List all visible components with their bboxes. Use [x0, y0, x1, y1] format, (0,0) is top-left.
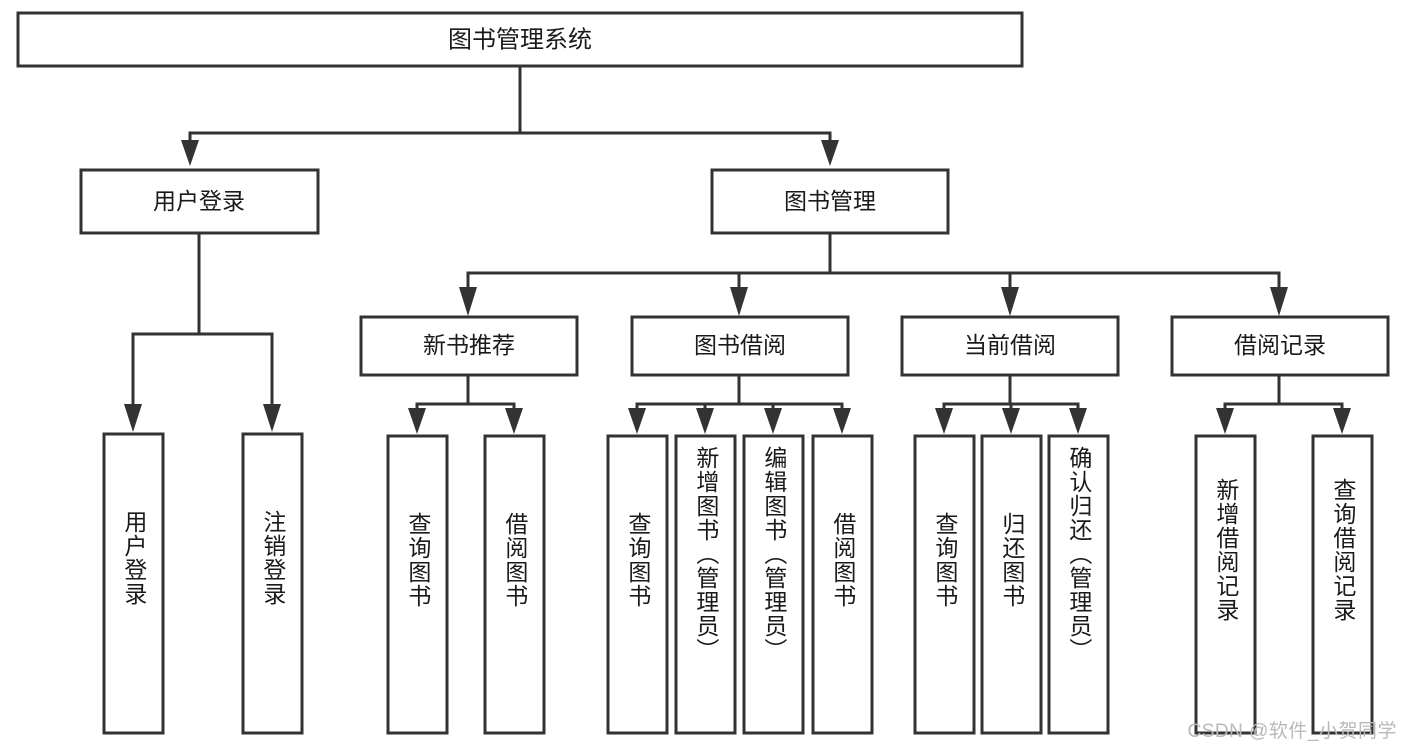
connector-group-current-borrow	[935, 373, 1087, 434]
arrow-head-borrow-record	[1270, 287, 1288, 316]
arrow-head-leaf-add-record	[1216, 408, 1234, 434]
node-current-borrow-rect[interactable]	[900, 315, 1120, 377]
node-borrow-record-label: 借阅记录	[1234, 332, 1326, 358]
connector-group-book-borrow	[628, 373, 851, 434]
arrow-head-current-borrow	[1001, 287, 1019, 316]
arrow-head-leaf-query-record	[1333, 408, 1351, 434]
node-book-borrow-rect[interactable]	[630, 315, 850, 377]
arrow-head-leaf-user-login	[124, 404, 142, 432]
node-book-manage-rect[interactable]	[710, 168, 950, 235]
connector-group-root	[181, 64, 839, 166]
arrow-head-leaf-logout	[263, 404, 281, 432]
node-root-label: 图书管理系统	[448, 26, 592, 53]
arrow-head-leaf-query-book-1	[408, 408, 426, 434]
watermark-text: CSDN @软件_小贺同学	[1187, 721, 1397, 742]
arrow-head-leaf-return-book	[1002, 408, 1020, 434]
leaf-logout-rect[interactable]	[241, 432, 304, 735]
arrow-head-leaf-query-book-3	[935, 408, 953, 434]
leaf-return-book-rect[interactable]	[980, 434, 1043, 735]
node-new-book-recommend-label: 新书推荐	[423, 332, 515, 358]
node-root-rect[interactable]	[16, 11, 1024, 68]
node-borrow-record-rect[interactable]	[1170, 315, 1390, 377]
arrow-head-leaf-query-book-2	[628, 408, 646, 434]
arrow-head-leaf-confirm-return	[1069, 408, 1087, 434]
arrow-head-book-manage	[821, 140, 839, 166]
arrow-head-leaf-borrow-book-1	[505, 408, 523, 434]
arrow-head-book-borrow	[730, 287, 748, 316]
leaf-query-book-1-rect[interactable]	[386, 434, 449, 735]
leaf-user-login-rect[interactable]	[102, 432, 165, 735]
node-book-borrow-label: 图书借阅	[694, 332, 786, 358]
node-current-borrow[interactable]: 当前借阅	[900, 315, 1120, 377]
node-book-borrow[interactable]: 图书借阅	[630, 315, 850, 377]
leaf-borrow-book-2-rect[interactable]	[811, 434, 874, 735]
node-new-book-recommend[interactable]: 新书推荐	[359, 315, 579, 377]
node-book-manage[interactable]: 图书管理	[710, 168, 950, 235]
node-new-book-recommend-rect[interactable]	[359, 315, 579, 377]
node-user-login-rect[interactable]	[79, 168, 320, 235]
node-book-manage-label: 图书管理	[784, 188, 876, 214]
leaf-boxes	[102, 432, 1374, 735]
node-current-borrow-label: 当前借阅	[964, 332, 1056, 358]
node-root[interactable]: 图书管理系统	[16, 11, 1024, 68]
node-user-login-label: 用户登录	[153, 188, 245, 214]
arrow-head-leaf-add-book	[696, 408, 714, 434]
node-borrow-record[interactable]: 借阅记录	[1170, 315, 1390, 377]
leaf-edit-book-rect[interactable]	[742, 434, 805, 735]
connector-group-user-login	[124, 231, 281, 432]
leaf-query-book-2-rect[interactable]	[606, 434, 669, 735]
arrow-head-leaf-edit-book	[764, 408, 782, 434]
arrow-head-leaf-borrow-book-2	[833, 408, 851, 434]
arrow-head-new-book-recommend	[459, 287, 477, 316]
leaf-confirm-return-rect[interactable]	[1047, 434, 1110, 735]
leaf-query-record-rect[interactable]	[1311, 434, 1374, 735]
leaf-borrow-book-1-rect[interactable]	[483, 434, 546, 735]
connector-group-borrow-record	[1216, 373, 1351, 434]
arrow-head-user-login	[181, 140, 199, 166]
leaf-add-record-rect[interactable]	[1194, 434, 1257, 735]
connector-group-book-manage	[459, 231, 1288, 316]
connector-group-new-book-recommend	[408, 373, 523, 434]
node-user-login[interactable]: 用户登录	[79, 168, 320, 235]
leaf-query-book-3-rect[interactable]	[913, 434, 976, 735]
leaf-add-book-rect[interactable]	[674, 434, 737, 735]
